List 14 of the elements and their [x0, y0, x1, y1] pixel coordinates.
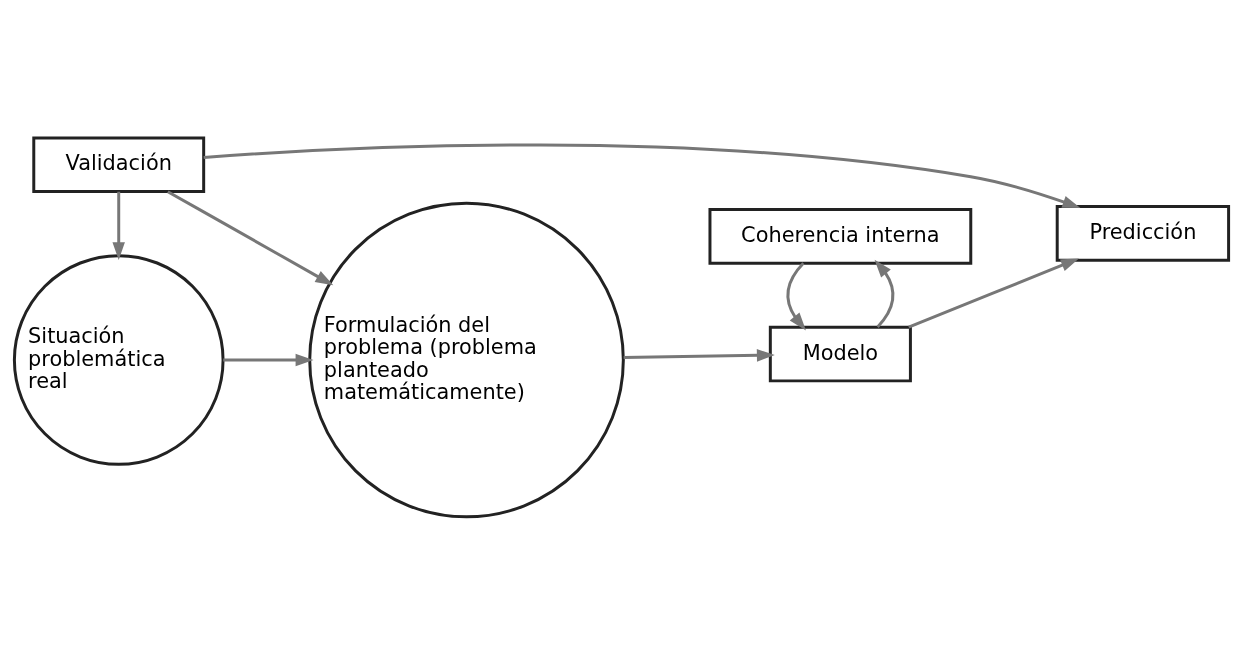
arrow [908, 258, 1079, 328]
node-box: Predicción [1055, 204, 1231, 262]
node-box: Modelo [768, 325, 912, 382]
arrow [623, 348, 775, 362]
arrow [112, 191, 125, 260]
node-circle: Situación problemática real [12, 253, 225, 466]
arrow [874, 259, 895, 328]
node-box: Coherencia interna [708, 207, 973, 265]
node-box: Validación [32, 135, 206, 193]
arrow [223, 353, 314, 366]
node-circle: Formulación del problema (problema planteado matemáticamente) [308, 201, 625, 518]
arrow [786, 261, 806, 330]
arrow [203, 143, 1081, 208]
arrow [167, 189, 334, 285]
